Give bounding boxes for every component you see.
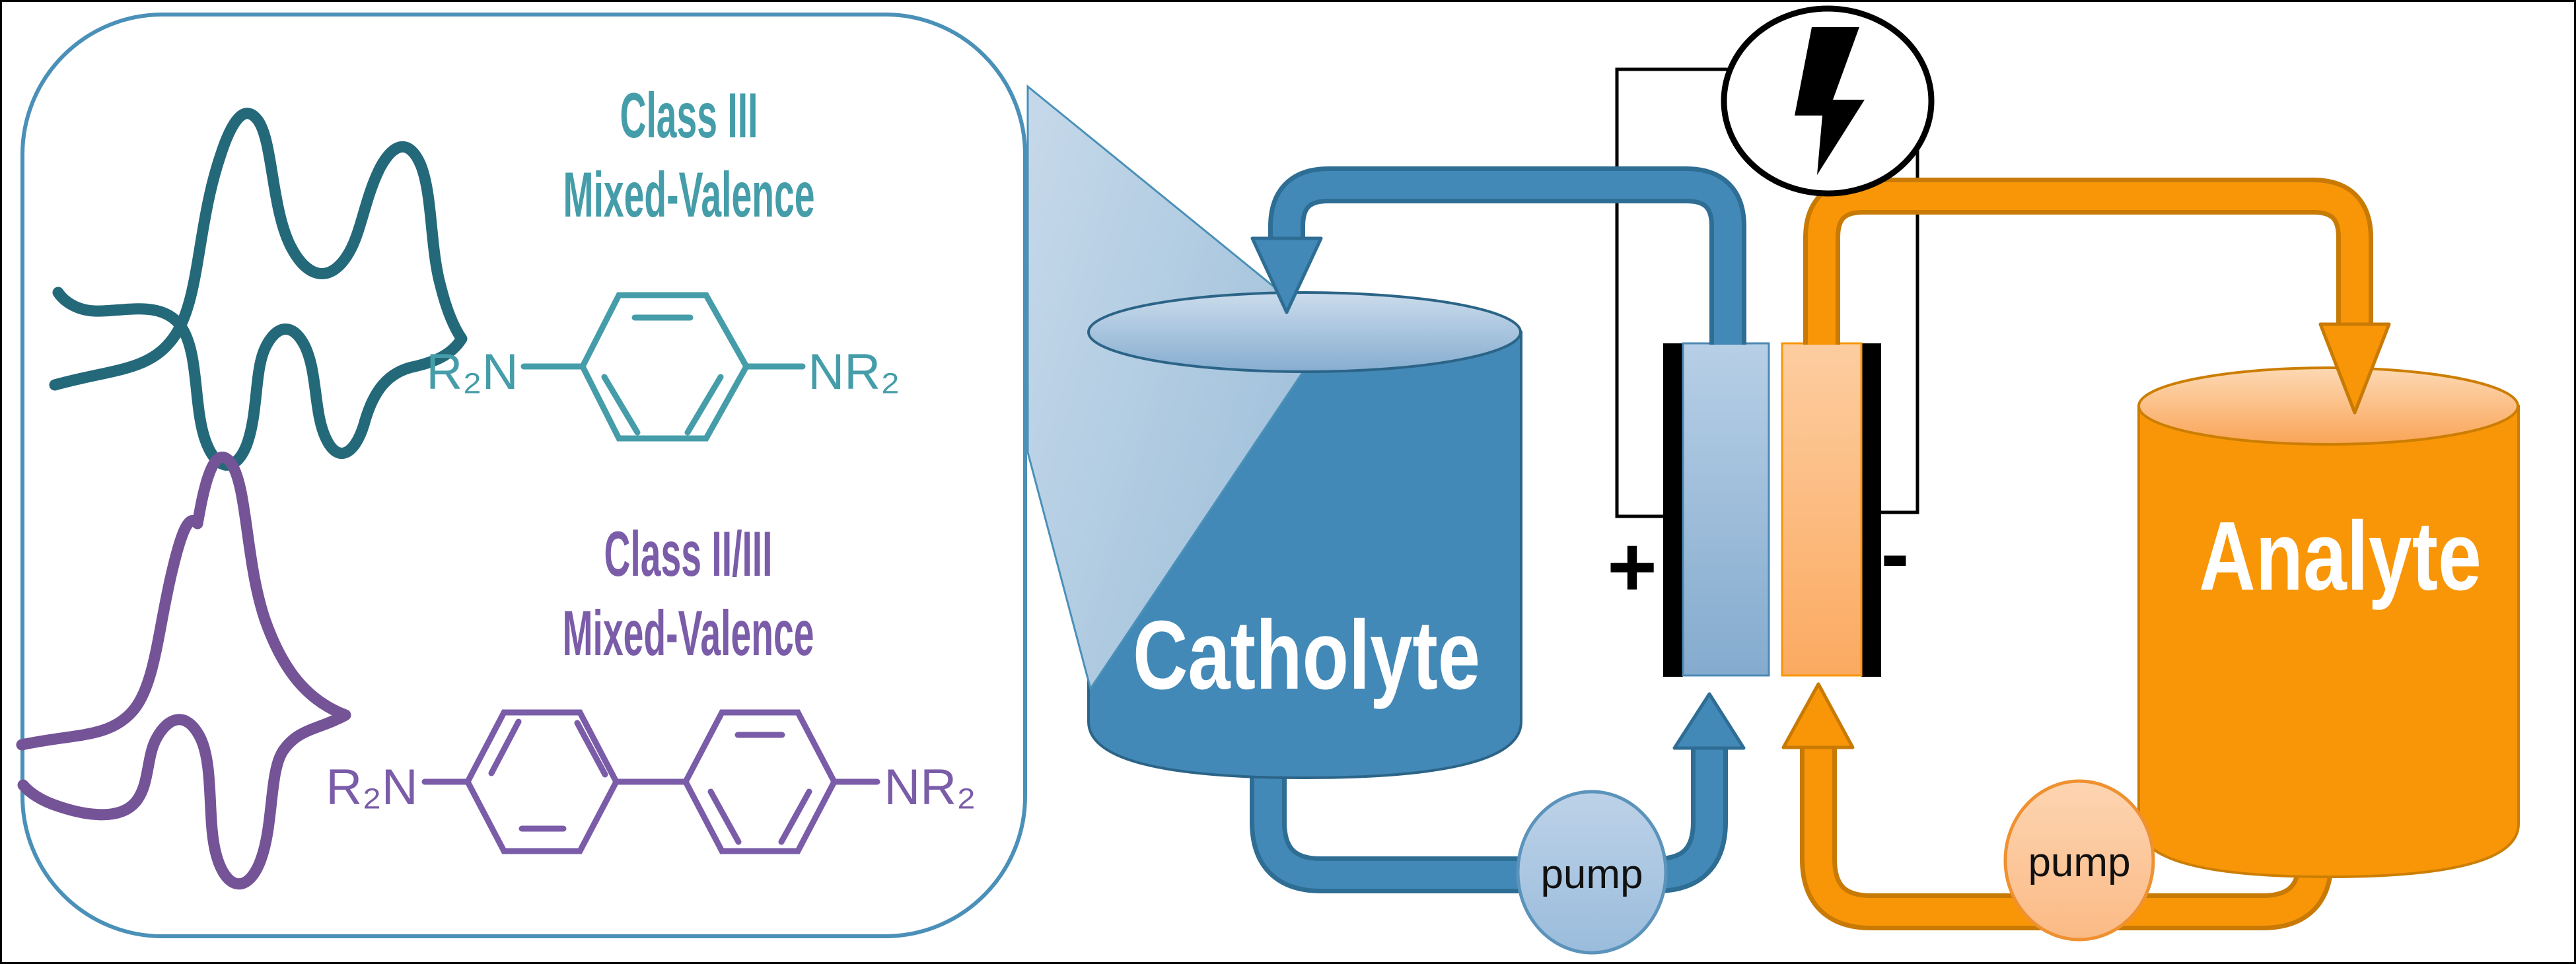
catholyte-return-pipe [1250,745,1728,893]
amine-label-left: R₂N [426,344,518,400]
anolyte-return-pipe [1800,745,2334,930]
catholyte-tank-top [1087,291,1522,373]
benzene-double-bonds [488,718,812,845]
catholyte-pump: pump [1516,790,1668,955]
double-bond-line [684,374,724,436]
pump-label-left: pump [1540,852,1643,897]
amine-label-left: R₂N [326,759,417,815]
catholyte-feed-pipe [1268,166,1746,345]
pump-label-right: pump [2028,840,2130,885]
flow-arrow-down-orange [2318,322,2391,415]
class-iii-title-line2: Mixed-Valence [563,159,814,230]
lightning-bolt-icon [1795,27,1865,175]
amine-label-right: NR₂ [808,344,900,400]
magnifier-callout-wedge [1026,84,1332,691]
anolyte-compartment [1781,342,1863,677]
current-collector-right [1861,343,1881,677]
analyte-label: Analyte [2199,502,2482,611]
anolyte-feed-pipe [1803,178,2373,345]
anolyte-pump: pump [2003,779,2155,942]
double-bond-line [778,788,812,845]
class-ii-iii-title-line1: Class II/III [604,518,772,590]
flow-arrow-up-orange [1781,682,1855,749]
amine-label-right: NR₂ [884,759,976,815]
class-iii-section: Class III Mixed-Valence R₂N NR₂ [49,80,900,471]
double-bond-line [574,720,608,778]
electrochemical-cell [1663,342,1881,677]
benzidine-structure [421,709,880,854]
catholyte-compartment [1682,342,1770,677]
flow-arrow-up-blue [1672,692,1746,750]
power-source [1721,5,1935,197]
class-ii-iii-title-line2: Mixed-Valence [562,598,814,669]
negative-terminal-sign: - [1880,505,1909,602]
double-bond-line [488,718,522,776]
positive-terminal-sign: + [1607,518,1657,615]
cyclic-voltammogram-class-iii [49,108,468,471]
class-iii-title-line1: Class III [620,80,758,151]
pump-circle-orange [2003,779,2155,942]
double-bond-line [601,374,641,436]
phenylenediamine-structure [520,292,806,442]
analyte-tank-body [2137,405,2520,879]
analyte-tank-top [2137,366,2519,446]
pump-circle-blue [1516,790,1668,955]
class-ii-iii-section: Class II/III Mixed-Valence R₂N NR₂ [16,452,976,890]
cyclic-voltammogram-class-ii-iii [16,452,351,890]
catholyte-label: Catholyte [1133,601,1480,710]
flow-arrow-down-blue [1250,236,1323,314]
benzene-double-bonds [601,314,724,436]
double-bond-line [707,788,742,845]
current-collector-left [1663,343,1683,677]
